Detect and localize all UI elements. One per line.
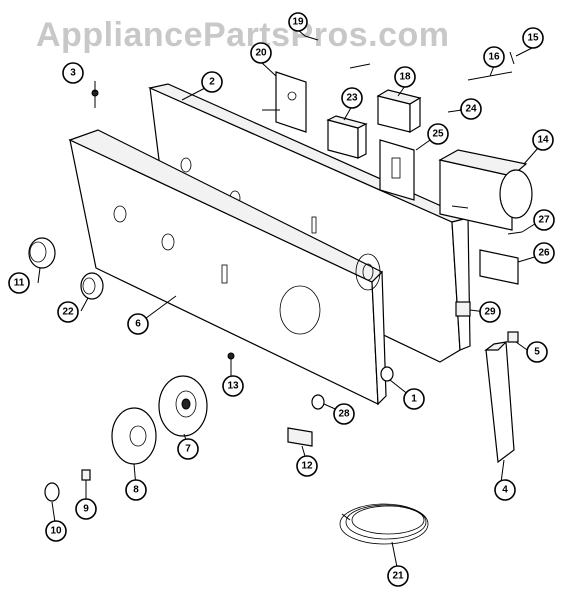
screw-13-part <box>227 352 235 368</box>
switch-20-part <box>262 71 307 133</box>
callout-label: 29 <box>484 307 496 318</box>
callout-5[interactable]: 5 <box>526 341 548 363</box>
screw-19-part <box>304 35 371 69</box>
callout-13[interactable]: 13 <box>222 375 244 397</box>
callout-label: 21 <box>392 571 404 582</box>
clip-5-part <box>507 331 519 343</box>
knob-22-part <box>80 272 104 300</box>
callout-26[interactable]: 26 <box>533 242 555 264</box>
callout-6[interactable]: 6 <box>127 313 149 335</box>
callout-4[interactable]: 4 <box>494 479 516 501</box>
callout-9[interactable]: 9 <box>75 498 97 520</box>
callout-29[interactable]: 29 <box>479 301 501 323</box>
callout-21[interactable]: 21 <box>387 565 409 587</box>
harness-21-part <box>339 503 429 545</box>
callout-7[interactable]: 7 <box>177 438 199 460</box>
bracket-25-part <box>379 139 415 201</box>
knob-28-part <box>311 394 325 410</box>
callout-label: 25 <box>432 129 444 140</box>
timer-14-part <box>438 149 533 231</box>
callout-label: 1 <box>411 394 417 405</box>
clip-9-part <box>81 469 91 481</box>
callout-label: 23 <box>346 93 358 104</box>
screw-15-part <box>509 51 515 65</box>
knob-10-part <box>44 482 60 502</box>
callout-label: 27 <box>538 215 550 226</box>
switch-23-part <box>326 115 368 159</box>
callout-label: 4 <box>502 485 508 496</box>
callout-label: 10 <box>50 526 62 537</box>
callout-label: 6 <box>135 319 141 330</box>
dial-7-part <box>158 375 208 437</box>
screw-24-part <box>447 109 463 113</box>
callout-15[interactable]: 15 <box>522 27 544 49</box>
callout-18[interactable]: 18 <box>394 66 416 88</box>
callout-3[interactable]: 3 <box>62 62 84 84</box>
callout-label: 15 <box>527 33 539 44</box>
grommet-1-part <box>380 366 394 382</box>
callout-14[interactable]: 14 <box>532 129 554 151</box>
callout-label: 26 <box>538 248 550 259</box>
callout-23[interactable]: 23 <box>341 87 363 109</box>
board-26-part <box>479 249 519 285</box>
callout-label: 5 <box>534 347 540 358</box>
callout-12[interactable]: 12 <box>296 455 318 477</box>
callout-1[interactable]: 1 <box>403 388 425 410</box>
callout-label: 20 <box>255 48 267 59</box>
dial-8-part <box>111 407 157 465</box>
relay-18-part <box>376 89 422 134</box>
callout-label: 19 <box>292 17 304 28</box>
callout-label: 14 <box>537 135 549 146</box>
callout-label: 24 <box>465 104 477 115</box>
callout-19[interactable]: 19 <box>288 12 308 32</box>
callout-16[interactable]: 16 <box>483 46 505 68</box>
knob-11-part <box>28 237 56 269</box>
callout-8[interactable]: 8 <box>125 479 147 501</box>
callout-label: 11 <box>14 278 25 289</box>
callout-label: 9 <box>83 504 89 515</box>
callout-label: 8 <box>133 485 139 496</box>
callout-22[interactable]: 22 <box>57 301 79 323</box>
callout-label: 3 <box>70 68 76 79</box>
callout-label: 28 <box>338 409 350 420</box>
screw-27-part <box>507 231 523 235</box>
callout-24[interactable]: 24 <box>460 98 482 120</box>
screw-3-part <box>91 89 99 108</box>
callout-label: 2 <box>209 77 215 88</box>
callout-label: 13 <box>227 381 239 392</box>
callout-label: 12 <box>301 461 313 472</box>
callout-20[interactable]: 20 <box>250 42 272 64</box>
clip-12-part <box>287 427 313 447</box>
connector-29-part <box>455 301 471 317</box>
callout-label: 16 <box>488 52 500 63</box>
callout-10[interactable]: 10 <box>45 520 67 542</box>
callout-27[interactable]: 27 <box>533 209 555 231</box>
watermark-text: AppliancePartsPros.com <box>36 16 449 54</box>
end-cap-4-part <box>484 341 515 464</box>
callout-11[interactable]: 11 <box>8 272 30 294</box>
callout-label: 7 <box>185 444 191 455</box>
callout-label: 18 <box>399 72 411 83</box>
callout-label: 22 <box>62 307 74 318</box>
callout-2[interactable]: 2 <box>201 71 223 93</box>
callout-28[interactable]: 28 <box>333 403 355 425</box>
callout-25[interactable]: 25 <box>427 123 449 145</box>
